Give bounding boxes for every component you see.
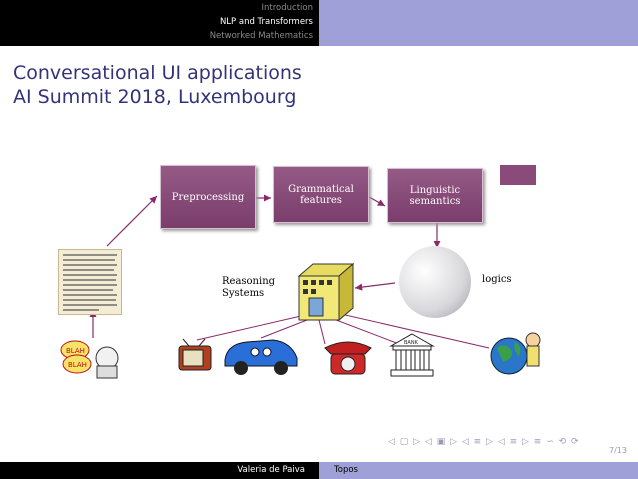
frame-title: Conversational UI applications AI Summit… xyxy=(13,61,302,109)
box-linguistic-semantics: Linguistic semantics xyxy=(387,168,483,223)
bank-image: BANK xyxy=(389,332,435,380)
nav-section-networked[interactable]: Networked Mathematics xyxy=(209,31,313,41)
box-grammatical-line2: features xyxy=(300,194,342,206)
small-purple-square xyxy=(500,165,536,185)
bank-sign: BANK xyxy=(404,340,419,346)
arrow-logics-to-reasoning xyxy=(354,282,396,291)
cube-icon xyxy=(297,262,355,322)
frame-title-line2: AI Summit 2018, Luxembourg xyxy=(13,86,297,108)
speech-word-1: BLAH xyxy=(66,347,85,355)
text-document-image xyxy=(58,249,122,315)
bank-icon: BANK xyxy=(389,333,435,377)
page-number: 7/13 xyxy=(609,446,627,455)
nlp-pipeline-diagram: Preprocessing Grammatical features Lingu… xyxy=(49,148,549,384)
reasoning-line2: Systems xyxy=(222,288,265,299)
telephone-image xyxy=(321,336,375,378)
footer-author-band: Valeria de Paiva xyxy=(0,462,319,479)
frame-title-line1: Conversational UI applications xyxy=(13,62,302,84)
reasoning-systems-label: Reasoning Systems xyxy=(222,276,275,300)
speech-bubble-image: BLAH BLAH xyxy=(59,338,129,380)
box-linguistic-line2: semantics xyxy=(409,195,461,207)
box-preprocessing: Preprocessing xyxy=(160,165,256,229)
telephone-icon xyxy=(324,341,372,375)
header-bar: Introduction NLP and Transformers Networ… xyxy=(0,0,638,46)
speech-word-2: BLAH xyxy=(68,361,87,369)
footer-bar: Valeria de Paiva Topos xyxy=(0,462,638,479)
car-image xyxy=(221,330,301,376)
reasoning-line1: Reasoning xyxy=(222,276,276,287)
nav-section-introduction[interactable]: Introduction xyxy=(261,3,313,13)
beamer-navigation-controls[interactable]: ◁ ▢ ▷ ◁ ▣ ▷ ◁ ≡ ▷ ◁ ≡ ▷ ≡ ∽ ⟲ ⟳ xyxy=(388,437,580,447)
box-grammatical-line1: Grammatical xyxy=(288,183,354,195)
logics-label: logics xyxy=(482,274,512,285)
box-grammatical-features: Grammatical features xyxy=(273,166,369,223)
footer-topic: Topos xyxy=(334,465,358,475)
header-sections: Introduction NLP and Transformers Networ… xyxy=(0,0,319,46)
reasoning-cube-image xyxy=(295,262,357,322)
box-preprocessing-label: Preprocessing xyxy=(171,191,245,203)
tv-image xyxy=(177,338,213,374)
globe-person-image xyxy=(489,328,545,380)
tv-icon xyxy=(178,338,212,371)
footer-author: Valeria de Paiva xyxy=(237,465,305,475)
globe-person-icon xyxy=(490,332,541,375)
box-linguistic-line1: Linguistic xyxy=(409,184,461,196)
footer-topic-band: Topos xyxy=(319,462,638,479)
car-icon xyxy=(224,339,298,375)
document-lines-icon xyxy=(63,254,117,311)
speech-icon: BLAH BLAH xyxy=(60,340,119,379)
nav-section-nlp[interactable]: NLP and Transformers xyxy=(219,17,313,27)
logics-globe-image xyxy=(399,246,471,318)
header-accent-band xyxy=(319,0,638,46)
arrow-doc-to-preprocessing xyxy=(106,195,158,247)
